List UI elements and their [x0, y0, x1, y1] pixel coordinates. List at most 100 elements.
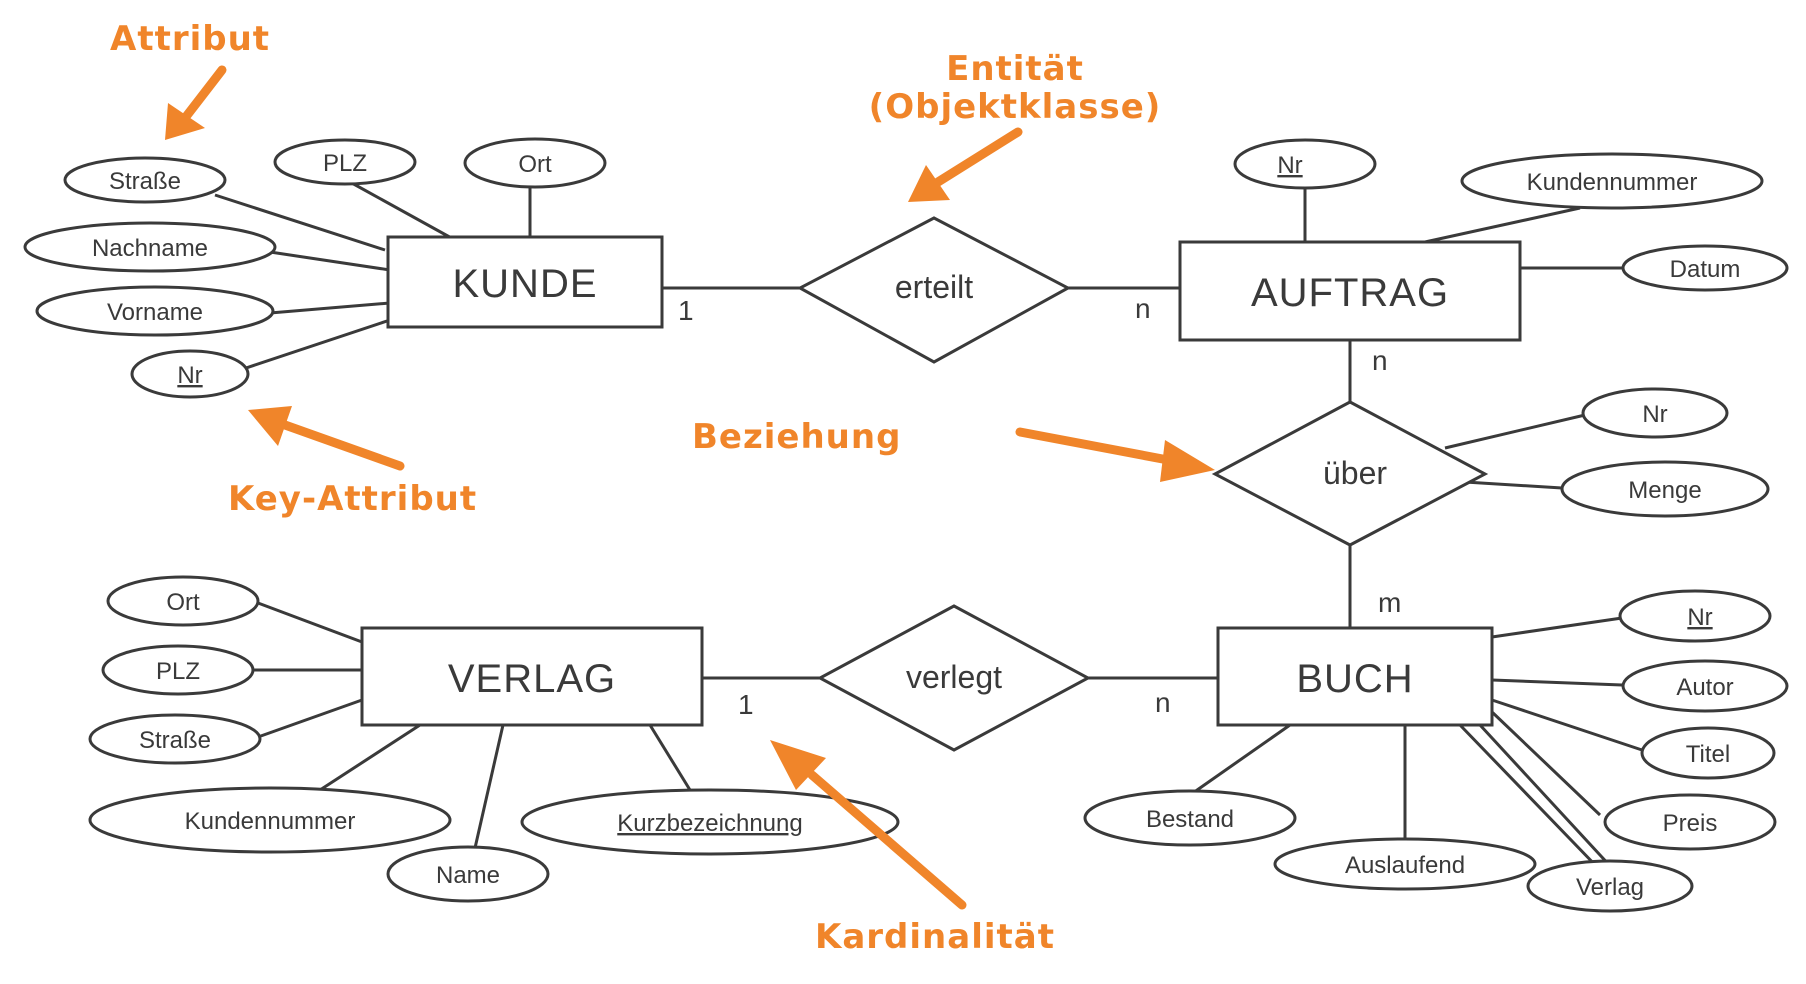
entity-buch-label: BUCH: [1296, 657, 1413, 701]
attr-verlag-kundennummer-label: Kundennummer: [185, 808, 356, 835]
entity-verlag-label: VERLAG: [448, 657, 616, 701]
entity-kunde-box: [386, 235, 664, 329]
line-verlag-strasse: [257, 698, 363, 739]
arrow-kardinalitaet-shaft: [807, 770, 967, 910]
attr-buch-autor-ellipse: [1621, 659, 1789, 713]
arrow-attribut-head: [165, 103, 205, 140]
cardinalities: 1 n n m 1 n: [678, 293, 1401, 720]
attr-buch-preis-label: Preis: [1663, 810, 1718, 837]
entity-auftrag-label: AUFTRAG: [1251, 271, 1449, 315]
attr-ueber-nr-ellipse: [1581, 387, 1729, 439]
arrow-beziehung-shaft: [1015, 427, 1173, 465]
attr-ueber-menge-label: Menge: [1628, 477, 1701, 504]
annotations: Attribut Entität (Objektklasse) Key-Attr…: [110, 19, 1215, 957]
attr-buch-bestand-label: Bestand: [1146, 806, 1234, 833]
annotation-entitaet-line2: (Objektklasse): [869, 87, 1162, 127]
attr-kunde-nachname-label: Nachname: [92, 235, 208, 262]
attr-kunde-plz: PLZ: [273, 138, 417, 186]
line-buch-bestand: [1189, 723, 1291, 797]
attr-auftrag-nr: Nr: [1233, 138, 1377, 190]
attr-kunde-vorname-ellipse: [35, 285, 275, 337]
attr-kunde-nachname: Nachname: [23, 221, 277, 273]
line-buch-verlag: [1458, 723, 1602, 872]
attr-verlag-name-label: Name: [436, 862, 500, 889]
attr-kunde-strasse: Straße: [63, 156, 227, 204]
attr-verlag-name: Name: [386, 845, 550, 903]
arrow-key-attribut-head: [248, 406, 292, 446]
relationship-erteilt-diamond: [796, 216, 1072, 364]
attr-buch-auslaufend-ellipse: [1273, 837, 1537, 891]
attr-auftrag-kundennummer-label: Kundennummer: [1527, 169, 1698, 196]
attr-verlag-kurzbezeichnung-ellipse: [520, 788, 900, 856]
line-buch-preis: [1490, 710, 1602, 817]
arrow-key-attribut-shaft: [280, 420, 405, 471]
entity-verlag-box: [360, 626, 704, 727]
entity-buch: BUCH: [1216, 626, 1494, 727]
arrow-entitaet-head: [908, 165, 950, 202]
connector-lines: [214, 180, 1643, 872]
line-verlag-kundennummer: [319, 723, 421, 792]
attr-buch-nr-ellipse: [1618, 589, 1772, 643]
attr-verlag-kurzbezeichnung: Kurzbezeichnung: [520, 788, 900, 856]
attr-buch-autor: Autor: [1621, 659, 1789, 713]
line-buch-nr: [1491, 616, 1623, 639]
attr-auftrag-kundennummer: Kundennummer: [1460, 152, 1764, 210]
attr-auftrag-datum: Datum: [1621, 244, 1789, 292]
line-buch-titel: [1491, 698, 1643, 752]
attr-buch-bestand-ellipse: [1083, 789, 1297, 847]
attr-kunde-nr-label: Nr: [177, 362, 202, 389]
attr-buch-autor-label: Autor: [1676, 674, 1733, 701]
attr-auftrag-datum-label: Datum: [1670, 256, 1741, 283]
line-buch-verlag-2: [1478, 723, 1614, 870]
cardinality-auftrag-ueber: n: [1372, 345, 1388, 376]
relationship-ueber-label: über: [1323, 455, 1387, 491]
attr-kunde-ort: Ort: [463, 137, 607, 189]
attr-buch-preis: Preis: [1603, 793, 1777, 851]
attr-buch-preis-ellipse: [1603, 793, 1777, 851]
relationship-ueber: über: [1211, 400, 1489, 547]
line-verlag-ort: [257, 601, 363, 644]
attr-buch-nr: Nr: [1618, 589, 1772, 643]
attr-verlag-kurzbezeichnung-label: Kurzbezeichnung: [617, 810, 802, 837]
cardinality-verlag-verlegt: 1: [738, 689, 754, 720]
attr-verlag-ort: Ort: [106, 575, 260, 627]
attr-verlag-strasse-label: Straße: [139, 727, 211, 754]
cardinality-erteilt-auftrag: n: [1135, 293, 1151, 324]
relationship-ueber-diamond: [1211, 400, 1489, 547]
attr-kunde-plz-label: PLZ: [323, 150, 367, 177]
cardinality-verlegt-buch: n: [1155, 687, 1171, 718]
attr-kunde-nr-ellipse: [130, 349, 250, 399]
line-ueber-nr: [1444, 413, 1586, 450]
arrow-kardinalitaet-head: [770, 740, 826, 790]
annotation-beziehung: Beziehung: [692, 417, 901, 457]
line-verlag-name: [473, 724, 505, 849]
entity-auftrag-box: [1178, 240, 1522, 342]
arrow-entitaet-shaft: [933, 127, 1023, 187]
attr-buch-verlag: Verlag: [1526, 859, 1694, 913]
relationship-erteilt-label: erteilt: [895, 269, 973, 305]
line-auftrag-kundennummer: [1424, 206, 1581, 244]
attr-verlag-plz-ellipse: [101, 644, 255, 696]
attr-kunde-plz-ellipse: [273, 138, 417, 186]
entity-kunde-label: KUNDE: [452, 262, 597, 306]
attr-kunde-ort-ellipse: [463, 137, 607, 189]
annotation-entitaet-line1: Entität: [946, 49, 1084, 89]
attr-buch-bestand: Bestand: [1083, 789, 1297, 847]
attr-auftrag-nr-label: Nr: [1277, 152, 1302, 179]
attr-ueber-menge: Menge: [1560, 460, 1770, 518]
attr-kunde-vorname: Vorname: [35, 285, 275, 337]
attr-buch-verlag-label: Verlag: [1576, 874, 1644, 901]
attr-kunde-strasse-ellipse: [63, 156, 227, 204]
annotation-key-attribut: Key-Attribut: [228, 479, 477, 519]
attr-ueber-nr-label: Nr: [1642, 401, 1667, 428]
attr-auftrag-datum-ellipse: [1621, 244, 1789, 292]
attr-kunde-nachname-ellipse: [23, 221, 277, 273]
line-kunde-plz: [349, 180, 456, 242]
attr-verlag-plz: PLZ: [101, 644, 255, 696]
entity-verlag: VERLAG: [360, 626, 704, 727]
line-buch-autor: [1491, 678, 1623, 687]
cardinality-kunde-erteilt: 1: [678, 295, 694, 326]
annotation-attribut: Attribut: [110, 19, 270, 59]
line-ueber-menge: [1464, 480, 1563, 490]
attr-verlag-plz-label: PLZ: [156, 658, 200, 685]
